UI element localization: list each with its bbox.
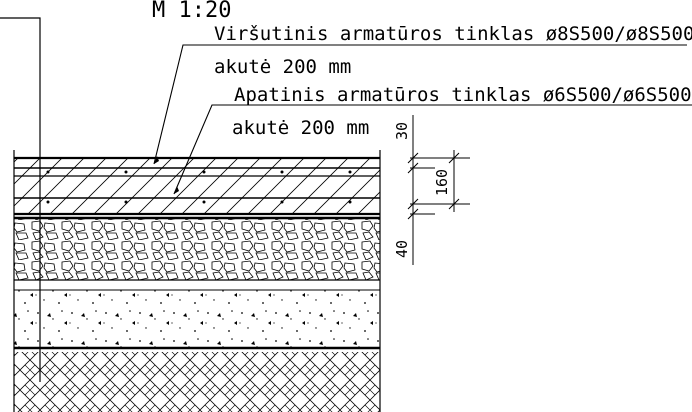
top-mesh-label-line2: akutė 200 mm [214, 56, 351, 78]
dimension-chain [407, 115, 470, 265]
top-mesh-label-line1: Viršutinis armatūros tinklas ø8S500/ø8S5… [214, 23, 692, 45]
dim-top-cover: 30 [393, 122, 411, 140]
concrete-slab-hatch [14, 158, 380, 214]
dim-slab-thickness: 160 [433, 169, 451, 196]
rebar-points [46, 170, 352, 204]
sand-concrete-layer [14, 290, 380, 348]
scale-title: M 1:20 [152, 0, 231, 23]
dim-bottom-cover: 40 [393, 240, 411, 258]
top-mesh-leader [153, 44, 687, 165]
soil-layer [14, 352, 380, 412]
slab-layers [13, 150, 381, 412]
bottom-mesh-label-line2: akutė 200 mm [232, 117, 369, 139]
bottom-mesh-leader [173, 104, 692, 195]
gravel-layer [14, 218, 380, 280]
bottom-mesh-label-line1: Apatinis armatūros tinklas ø6S500/ø6S500… [234, 84, 692, 106]
